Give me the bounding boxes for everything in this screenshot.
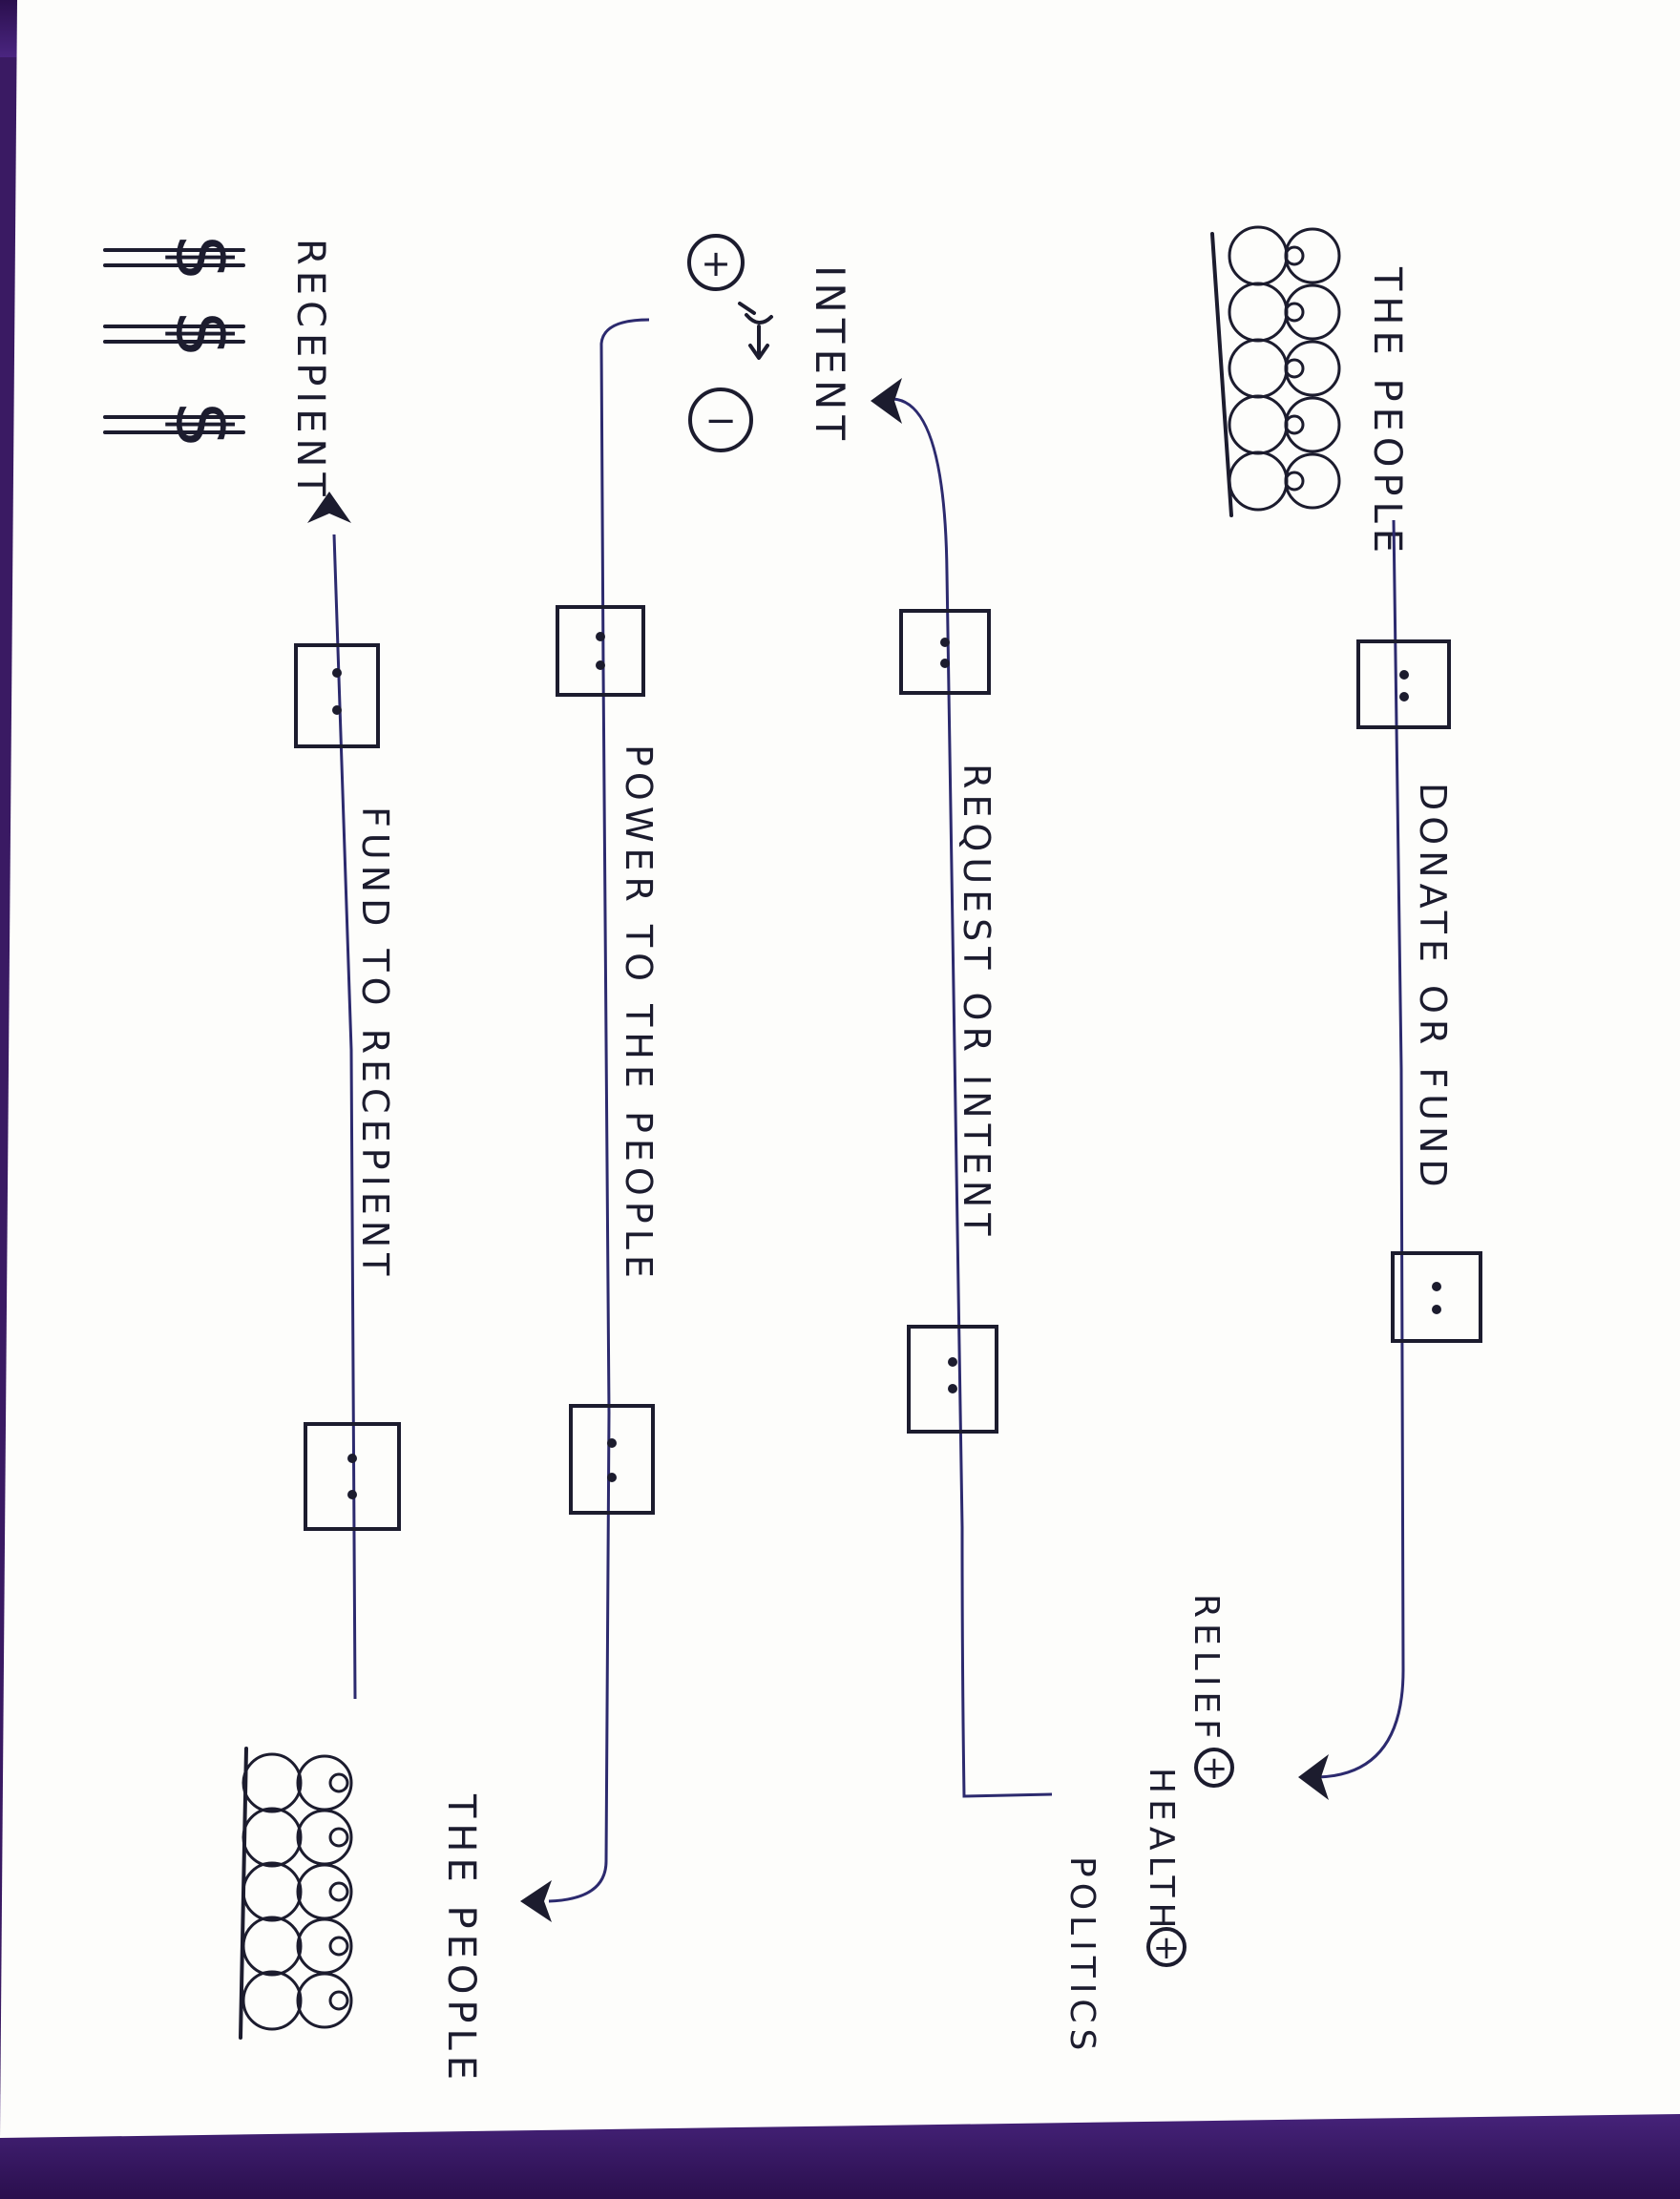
svg-text:+: + (1153, 1929, 1181, 1967)
svg-text:+: + (1201, 1749, 1228, 1788)
money-icon-3: $ (158, 401, 247, 450)
power-box-2 (569, 1404, 655, 1515)
power-box-1 (556, 605, 645, 697)
fund-box-2 (304, 1422, 401, 1531)
outcome-health-label: HEALTH (1142, 1768, 1181, 1935)
outcome-relief-label: RELIEF (1186, 1594, 1226, 1745)
power-flow-label: POWER TO THE PEOPLE (618, 744, 660, 1284)
money-icon-1: $ (158, 234, 247, 283)
fund-box-1 (294, 643, 380, 748)
request-box-2 (907, 1325, 998, 1434)
money-icons: $ $ $ (103, 234, 247, 450)
fund-flow-label: FUND TO RECEPIENT (354, 806, 396, 1281)
outcome-politics-label: POLITICS (1062, 1856, 1102, 2056)
source-people-crowd (1210, 225, 1341, 517)
recipient-label: RECEPIENT (288, 239, 332, 502)
donate-flow-label: DONATE OR FUND (1412, 783, 1454, 1193)
intent-positive-icon: + (687, 234, 745, 291)
request-flow-line (871, 378, 1053, 1798)
outcome-health-plus-icon: + (1146, 1927, 1186, 1967)
outcome-relief-plus-icon: + (1194, 1748, 1234, 1788)
request-flow-label: REQUEST OR INTENT (956, 764, 998, 1241)
donate-flow-line (1298, 519, 1405, 1800)
source-people-label: THE PEOPLE (1365, 266, 1409, 558)
donate-box-1 (1356, 639, 1451, 729)
power-flow-line (520, 318, 650, 1922)
intent-negative-icon: − (688, 387, 753, 452)
intent-choice-arrows (738, 302, 773, 360)
donate-box-2 (1391, 1251, 1482, 1343)
svg-text:−: − (704, 399, 737, 443)
target-people-label: THE PEOPLE (439, 1793, 483, 2085)
request-box-1 (899, 609, 991, 695)
target-people-crowd (239, 1747, 353, 2040)
money-icon-2: $ (158, 310, 247, 359)
svg-text:+: + (701, 242, 731, 284)
intent-label: INTENT (807, 265, 853, 446)
